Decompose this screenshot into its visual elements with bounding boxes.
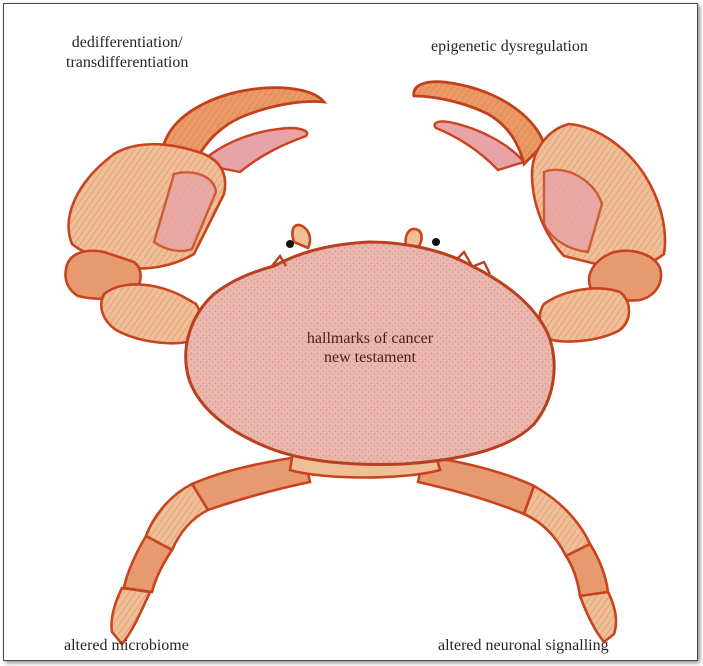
label-center-line1: hallmarks of cancer (250, 329, 490, 348)
diagram-frame: dedifferentiation/ transdifferentiation … (3, 3, 698, 661)
label-bottom-right: altered neuronal signalling (438, 636, 609, 656)
label-top-right: epigenetic dysregulation (431, 37, 588, 57)
right-walking-leg (418, 456, 616, 642)
label-top-left: dedifferentiation/ transdifferentiation (66, 33, 188, 73)
left-walking-leg (111, 456, 310, 644)
label-bottom-left: altered microbiome (64, 636, 189, 656)
label-center-line2: new testament (250, 348, 490, 367)
